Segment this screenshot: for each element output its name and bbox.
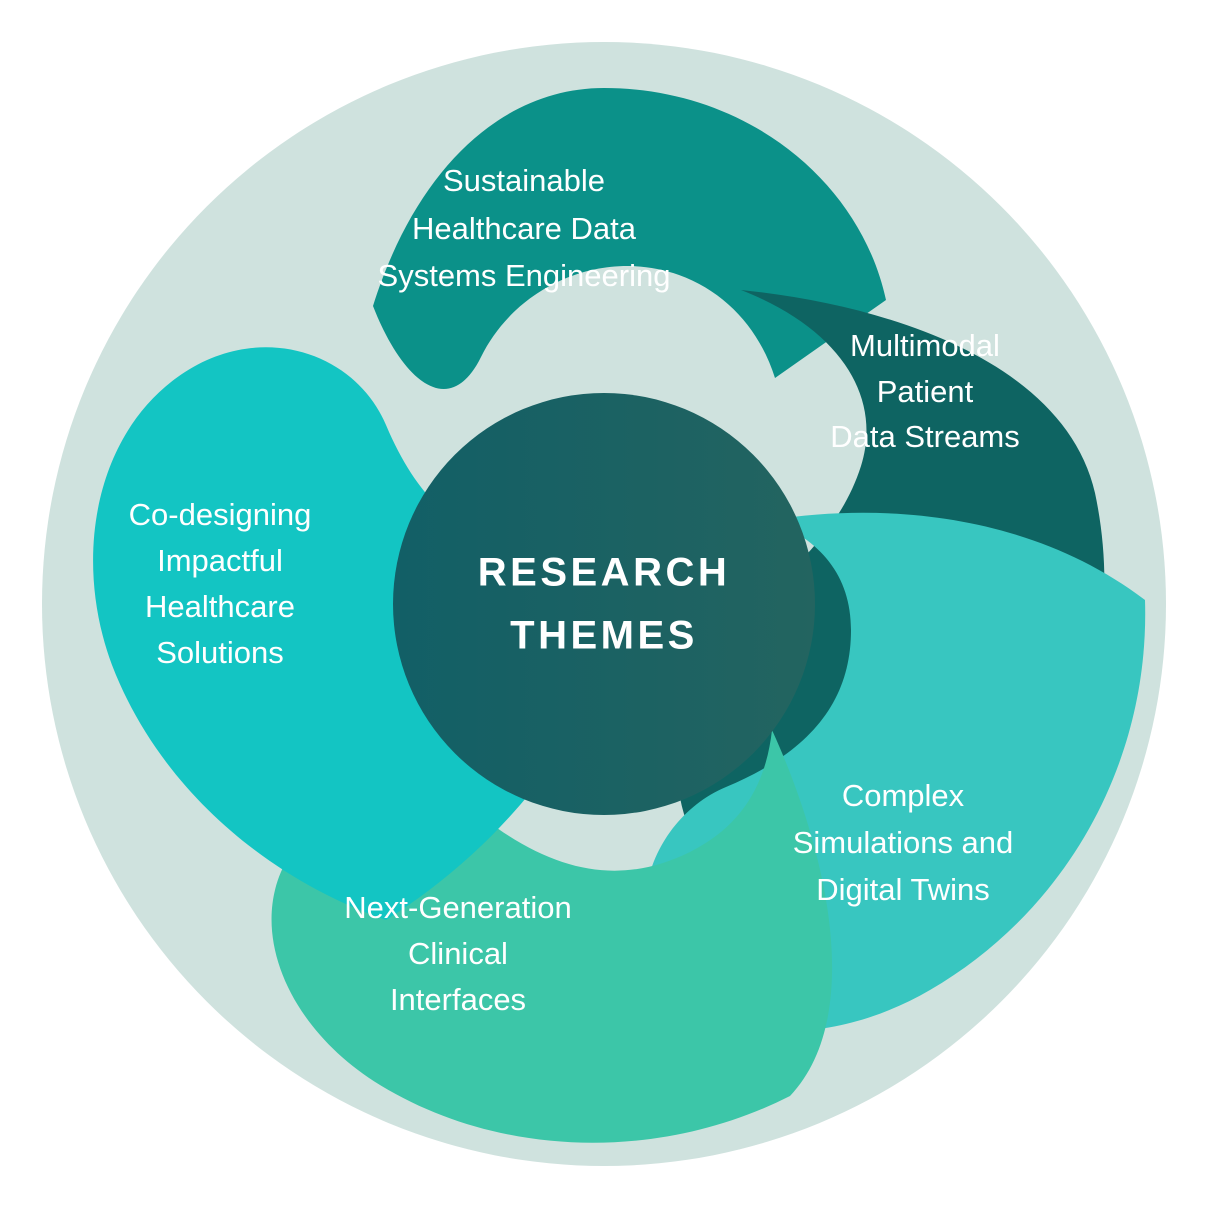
- petal-4-line-2: Healthcare: [145, 589, 295, 624]
- center-circle: [393, 393, 815, 815]
- petal-3-line-1: Clinical: [408, 936, 508, 971]
- petal-0-line-2: Systems Engineering: [378, 258, 671, 293]
- petal-4-line-0: Co-designing: [129, 497, 312, 532]
- petal-0-line-1: Healthcare Data: [412, 211, 637, 246]
- petal-1-line-1: Patient: [877, 374, 974, 409]
- petal-2-line-2: Digital Twins: [816, 872, 989, 907]
- petal-2-line-0: Complex: [842, 778, 965, 813]
- petal-3-line-0: Next-Generation: [344, 890, 571, 925]
- center-title-line-2: THEMES: [510, 614, 698, 658]
- petal-labels: Sustainable Healthcare Data Systems Engi…: [129, 163, 1020, 1017]
- petal-sustainable-healthcare-data-systems-engineering[interactable]: [373, 88, 886, 389]
- center-label-group: RESEARCH THEMES: [478, 551, 730, 658]
- petal-3-line-2: Interfaces: [390, 982, 526, 1017]
- petal-0-line-0: Sustainable: [443, 163, 605, 198]
- petal-1-line-2: Data Streams: [830, 419, 1020, 454]
- petal-1-line-0: Multimodal: [850, 328, 1000, 363]
- petal-4-line-1: Impactful: [157, 543, 283, 578]
- center-title-line-1: RESEARCH: [478, 551, 730, 595]
- petal-4-line-3: Solutions: [156, 635, 284, 670]
- petal-2-line-1: Simulations and: [793, 825, 1014, 860]
